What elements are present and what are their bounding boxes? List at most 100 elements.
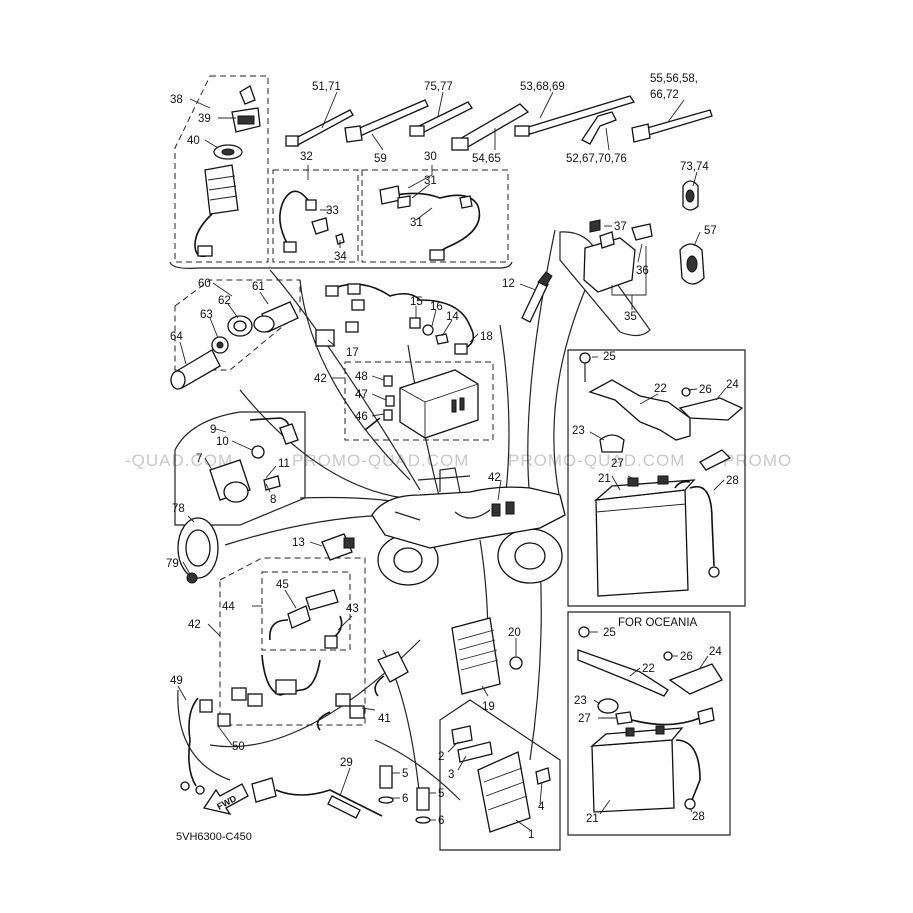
- callout-label: 25: [603, 351, 616, 363]
- starter-relay-group-outline: [559, 231, 651, 337]
- callout-label: 41: [378, 713, 391, 725]
- callout-label: 30: [424, 151, 437, 163]
- callout-label: 28: [726, 475, 739, 487]
- callout-label: 44: [222, 601, 235, 613]
- socket-group-outline: [174, 279, 301, 371]
- callout-label: 52,67,70,76: [566, 153, 627, 165]
- sensor-bolt: [378, 765, 394, 804]
- ignition-key: [231, 85, 261, 133]
- callout-label: 19: [482, 701, 495, 713]
- oceania-section-outline: [567, 611, 731, 836]
- callout-label: 42: [314, 373, 327, 385]
- callout-label: 6: [402, 793, 408, 805]
- callout-label: 39: [198, 113, 211, 125]
- callout-label: 7: [196, 453, 202, 465]
- callout-label: 62: [218, 295, 231, 307]
- callout-label: 13: [292, 537, 305, 549]
- callout-label: 14: [446, 311, 459, 323]
- speed-sensor: [251, 777, 383, 819]
- wire-connectors: [315, 283, 475, 355]
- callout-label: 26: [699, 384, 712, 396]
- ignition-switch-body: [194, 164, 239, 258]
- callout-label: 10: [216, 436, 229, 448]
- harness-line: [224, 514, 401, 546]
- callout-label: 61: [252, 281, 265, 293]
- callout-label: 5: [438, 788, 444, 800]
- callout-label: 6: [438, 815, 444, 827]
- watermark-text: -QUAD.COM: [125, 451, 233, 470]
- socket-cover: [170, 349, 221, 390]
- battery-bracket: [579, 352, 744, 453]
- battery: [594, 449, 732, 597]
- harness-line: [529, 559, 542, 761]
- callout-label: 59: [374, 153, 387, 165]
- callout-label: 16: [430, 301, 443, 313]
- callout-label: 31: [424, 175, 437, 187]
- callout-label: 27: [578, 713, 591, 725]
- callout-label: 36: [636, 265, 649, 277]
- battery-oceania: [590, 725, 701, 813]
- forward-arrow-icon: FWD: [202, 783, 249, 816]
- callout-label: 3: [448, 769, 454, 781]
- neutral-switch: [321, 533, 355, 561]
- callout-label: 54,65: [472, 153, 501, 165]
- callout-label: 51,71: [312, 81, 341, 93]
- atv-vehicle: [371, 467, 566, 586]
- watermark-band: -QUAD.COM PROMO-QUAD.COM PROMO-QUAD.COM …: [125, 451, 791, 470]
- callout-label: 5: [402, 768, 408, 780]
- callout-label: 23: [574, 695, 587, 707]
- callout-labels: 38 39 40 51,71 75,77 53,68,69 55,56,58, …: [166, 73, 739, 841]
- cable-tie-bent: [581, 111, 617, 145]
- callout-label: 15: [410, 296, 423, 308]
- callout-label: 45: [276, 579, 289, 591]
- diagram-code: 5VH6300-C450: [176, 831, 252, 843]
- callout-label: 42: [488, 472, 501, 484]
- callout-label: 46: [355, 411, 368, 423]
- callout-label: 32: [300, 151, 313, 163]
- harness-line: [499, 324, 510, 501]
- cable-tie: [285, 109, 354, 147]
- top-section-divider: [169, 261, 513, 269]
- lead-connector: [311, 217, 329, 235]
- callout-label: 8: [270, 494, 276, 506]
- wire-harness-30-outline: [361, 169, 509, 263]
- oceania-label: FOR OCEANIA: [618, 617, 698, 629]
- spark-plug: [521, 271, 553, 323]
- accessory-socket: [253, 301, 299, 333]
- callout-label: 18: [480, 331, 493, 343]
- sub-wire-harness: [379, 185, 481, 261]
- callout-label: 47: [355, 389, 368, 401]
- leader-lines: [177, 91, 727, 831]
- callout-label: 22: [654, 383, 667, 395]
- cdi-group-outline: [439, 699, 561, 851]
- callout-label: 57: [704, 225, 717, 237]
- starter-relay: [583, 219, 653, 293]
- cable-tie: [451, 103, 530, 151]
- callout-label: 29: [340, 757, 353, 769]
- battery-bracket-oceania: [577, 626, 723, 726]
- callout-label: 43: [346, 603, 359, 615]
- callout-label: 75,77: [424, 81, 453, 93]
- sensor-bolt: [415, 787, 431, 824]
- fuse-holder: [231, 589, 343, 707]
- fuse-group-outline: [219, 557, 366, 726]
- callout-label: 22: [642, 663, 655, 675]
- callout-label: 37: [614, 221, 627, 233]
- rectifier-regulator: [451, 617, 523, 695]
- callout-label: 27: [611, 458, 624, 470]
- callout-label: 53,68,69: [520, 81, 565, 93]
- cable-tie: [631, 109, 713, 143]
- callout-label: 4: [538, 801, 545, 813]
- ecu-box-outline: [344, 361, 494, 441]
- callout-label: 11: [278, 458, 290, 470]
- callout-label: 34: [334, 251, 347, 263]
- callout-label: 17: [346, 347, 359, 359]
- callout-label: 21: [586, 813, 599, 825]
- callout-label: 42: [188, 619, 201, 631]
- callout-label: 73,74: [680, 161, 709, 173]
- control-unit-box: [364, 369, 479, 439]
- callout-label: 20: [508, 627, 521, 639]
- callout-label: 25: [603, 627, 616, 639]
- socket-nut: [211, 336, 229, 354]
